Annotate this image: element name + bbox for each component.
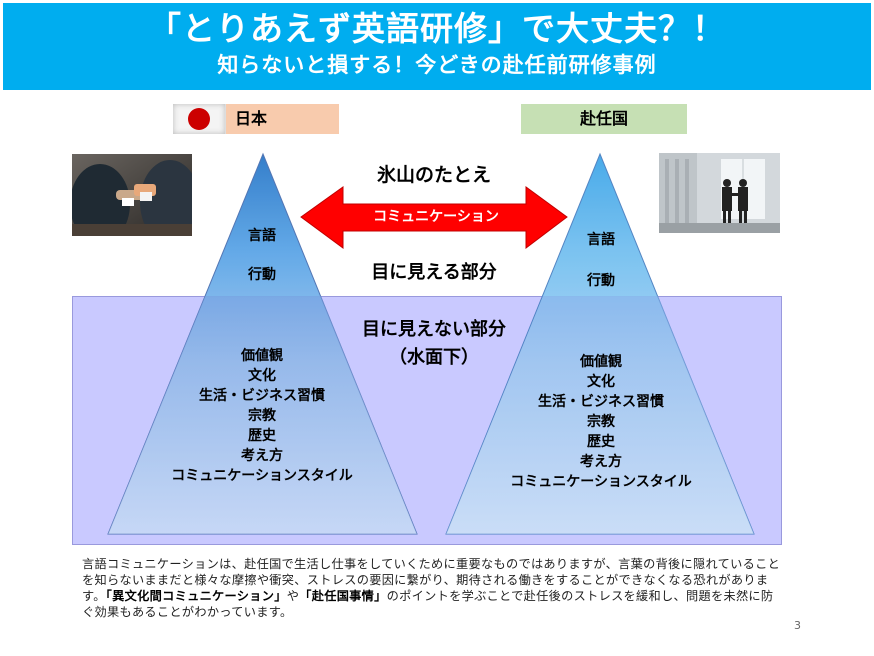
note-emphasis-host-country: 「赴任国事情」 (299, 589, 387, 603)
list-item: 価値観 (241, 348, 283, 364)
list-item: 価値観 (580, 354, 622, 370)
handshake-photo (659, 153, 780, 233)
list-item: 考え方 (580, 454, 622, 470)
host-hidden-list: 価値観 文化 生活・ビジネス習慣 宗教 歴史 考え方 コミュニケーションスタイル (481, 352, 721, 492)
note-emphasis-intercultural: 「異文化間コミュニケーション」 (105, 589, 287, 603)
business-meeting-photo (72, 154, 192, 236)
explanation-note: 言語コミュニケーションは、赴任国で生活し仕事をしていくために重要なものではありま… (82, 556, 782, 620)
page-title: 「とりあえず英語研修」で大丈夫？！ (148, 9, 726, 48)
invisible-part-heading: 目に見えない部分 (362, 319, 506, 340)
japan-tip-language: 言語 (248, 228, 276, 244)
list-item: 歴史 (587, 434, 615, 450)
list-item: 文化 (587, 374, 615, 390)
japan-flag-icon (173, 104, 226, 134)
visible-part-heading: 目に見える部分 (371, 262, 497, 283)
iceberg-metaphor-heading: 氷山のたとえ (376, 164, 491, 186)
japan-label-text: 日本 (235, 109, 268, 128)
host-tip-behavior: 行動 (587, 273, 615, 289)
header-banner: 「とりあえず英語研修」で大丈夫？！ 知らないと損する！今どきの赴任前研修事例 (3, 3, 871, 90)
japan-label: 日本 (173, 104, 339, 134)
list-item: 宗教 (587, 414, 615, 430)
list-item: 文化 (248, 368, 276, 384)
host-country-label: 赴任国 (521, 104, 687, 134)
list-item: 考え方 (241, 448, 283, 464)
communication-arrow-label: コミュニケーション (373, 209, 499, 225)
page-subtitle: 知らないと損する！今どきの赴任前研修事例 (217, 53, 657, 77)
note-text-2: のポイントを学ぶことで赴任後のストレスを緩和し、問題を未然に防ぐ効果もあることが… (82, 589, 774, 619)
list-item: コミュニケーションスタイル (171, 468, 353, 484)
japan-tip-behavior: 行動 (248, 267, 276, 283)
list-item: コミュニケーションスタイル (510, 474, 692, 490)
list-item: 歴史 (248, 428, 276, 444)
japan-hidden-list: 価値観 文化 生活・ビジネス習慣 宗教 歴史 考え方 コミュニケーションスタイル (142, 346, 382, 486)
list-item: 宗教 (248, 408, 276, 424)
note-text-mid: や (286, 589, 300, 603)
page-number: 3 (794, 619, 801, 632)
note-text-1: 言語コミュニケーションは、赴任国で生活し仕事をしていくために重要なものではありま… (82, 557, 781, 603)
list-item: 生活・ビジネス習慣 (538, 394, 664, 410)
list-item: 生活・ビジネス習慣 (199, 388, 325, 404)
communication-arrow (300, 186, 568, 250)
host-tip-language: 言語 (587, 232, 615, 248)
underwater-heading: （水面下） (389, 347, 479, 368)
